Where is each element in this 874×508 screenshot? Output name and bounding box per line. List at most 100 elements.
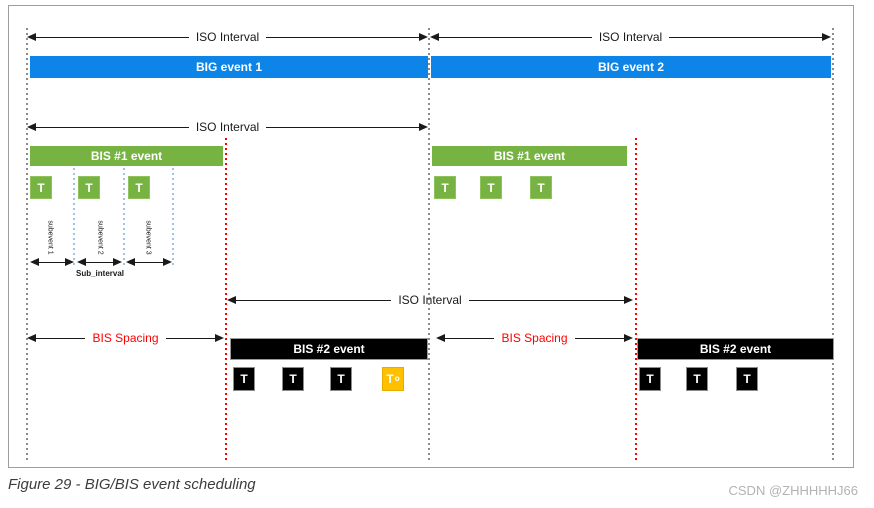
guide-line-right <box>832 28 834 462</box>
arrow-line <box>39 261 65 263</box>
watermark-text: CSDN @ZHHHHHJ66 <box>728 483 859 498</box>
arrowhead-right <box>419 33 429 41</box>
bis-spacing-label: BIS Spacing <box>501 331 568 345</box>
arrow-line <box>36 337 86 339</box>
guide-line-red-right <box>635 138 637 462</box>
arrowhead-right <box>65 258 74 266</box>
t-label: T <box>646 372 654 386</box>
arrowhead-left <box>436 334 445 342</box>
t-box-green: T <box>30 176 52 199</box>
sub-interval-label: Sub_interval <box>75 269 124 278</box>
bis2-event-1-label: BIS #2 event <box>293 342 365 356</box>
t-label: T <box>441 180 449 195</box>
t-box-black: T <box>330 367 352 391</box>
arrow-line <box>36 36 189 38</box>
t-label: T <box>135 180 143 195</box>
iso-interval-arrow-bis1: ISO Interval <box>27 120 429 134</box>
sub-interval-arrow-2 <box>77 256 122 268</box>
t-label: T <box>537 180 545 195</box>
sub-interval-arrow-1 <box>30 256 74 268</box>
arrow-line <box>439 36 592 38</box>
bis1-event-1-label: BIS #1 event <box>90 149 163 163</box>
bis1-event-2-label: BIS #1 event <box>493 149 566 163</box>
arrowhead-right <box>624 334 634 342</box>
t-box-green: T <box>128 176 150 199</box>
t-box-black: T <box>282 367 304 391</box>
arrow-line <box>445 337 495 339</box>
iso-interval-arrow-big1: ISO Interval <box>27 30 429 44</box>
t-box-black: T <box>686 367 708 391</box>
t-box-green: T <box>434 176 456 199</box>
t-label: T <box>743 372 751 386</box>
arrowhead-left <box>27 33 36 41</box>
diagram-border <box>8 5 854 468</box>
bis1-event-bar-1: BIS #1 event <box>30 146 223 166</box>
arrow-line <box>266 36 420 38</box>
big-event-2-bar: BIG event 2 <box>431 56 831 78</box>
iso-interval-arrow-big2: ISO Interval <box>430 30 832 44</box>
arrowhead-left <box>227 296 236 304</box>
t-label: T <box>85 180 93 195</box>
bis-spacing-arrow-left: BIS Spacing <box>27 331 225 345</box>
guide-line-center <box>428 28 430 462</box>
t-label: T <box>240 372 248 386</box>
arrowhead-left <box>77 258 86 266</box>
big-event-2-label: BIG event 2 <box>597 60 665 74</box>
arrow-line <box>468 299 625 301</box>
t-label: T <box>289 372 297 386</box>
arrow-line <box>36 126 189 128</box>
t-box-black: T <box>736 367 758 391</box>
arrowhead-right <box>163 258 172 266</box>
arrowhead-left <box>27 123 36 131</box>
arrow-line <box>266 126 420 128</box>
t-subscript: o <box>394 374 400 383</box>
t-label: T <box>487 180 495 195</box>
iso-interval-label: ISO Interval <box>195 30 260 44</box>
arrowhead-right <box>624 296 634 304</box>
t-label: T <box>37 180 45 195</box>
bis2-event-2-label: BIS #2 event <box>699 342 772 356</box>
guide-line-subevent-2 <box>123 168 125 268</box>
t-box-black: T <box>639 367 661 391</box>
arrowhead-left <box>126 258 135 266</box>
arrow-line <box>574 337 625 339</box>
arrow-line <box>135 261 163 263</box>
arrow-line <box>236 299 392 301</box>
t-label: T <box>693 372 701 386</box>
arrowhead-right <box>419 123 429 131</box>
sub-interval-arrow-3 <box>126 256 172 268</box>
t-box-green: T <box>530 176 552 199</box>
big-event-1-bar: BIG event 1 <box>30 56 428 78</box>
t-box-green: T <box>78 176 100 199</box>
subevent-1-label: subevent 1 <box>46 220 54 255</box>
subevent-2-label: subevent 2 <box>96 220 104 255</box>
guide-line-subevent-1 <box>73 168 75 268</box>
big-event-1-label: BIG event 1 <box>195 60 263 74</box>
figure-caption: Figure 29 - BIG/BIS event scheduling <box>8 476 256 493</box>
iso-interval-label: ISO Interval <box>598 30 663 44</box>
arrowhead-left <box>30 258 39 266</box>
bis2-event-bar-1: BIS #2 event <box>230 338 428 360</box>
subevent-3-label: subevent 3 <box>144 220 152 255</box>
bis2-event-bar-2: BIS #2 event <box>637 338 834 360</box>
iso-interval-label: ISO Interval <box>398 293 462 307</box>
arrowhead-left <box>430 33 439 41</box>
arrowhead-right <box>822 33 832 41</box>
t-box-green: T <box>480 176 502 199</box>
arrowhead-right <box>215 334 225 342</box>
bis1-event-bar-2: BIS #1 event <box>432 146 627 166</box>
arrow-line <box>165 337 216 339</box>
t-label: T <box>386 372 394 386</box>
arrowhead-left <box>27 334 36 342</box>
bis-spacing-arrow-right: BIS Spacing <box>436 331 634 345</box>
arrow-line <box>86 261 113 263</box>
arrow-line <box>669 36 823 38</box>
guide-line-subevent-3 <box>172 168 174 268</box>
iso-interval-label: ISO Interval <box>195 120 260 134</box>
arrowhead-right <box>113 258 122 266</box>
guide-line-red-left <box>225 138 227 462</box>
t-box-black: T <box>233 367 255 391</box>
guide-line-left <box>26 28 28 462</box>
